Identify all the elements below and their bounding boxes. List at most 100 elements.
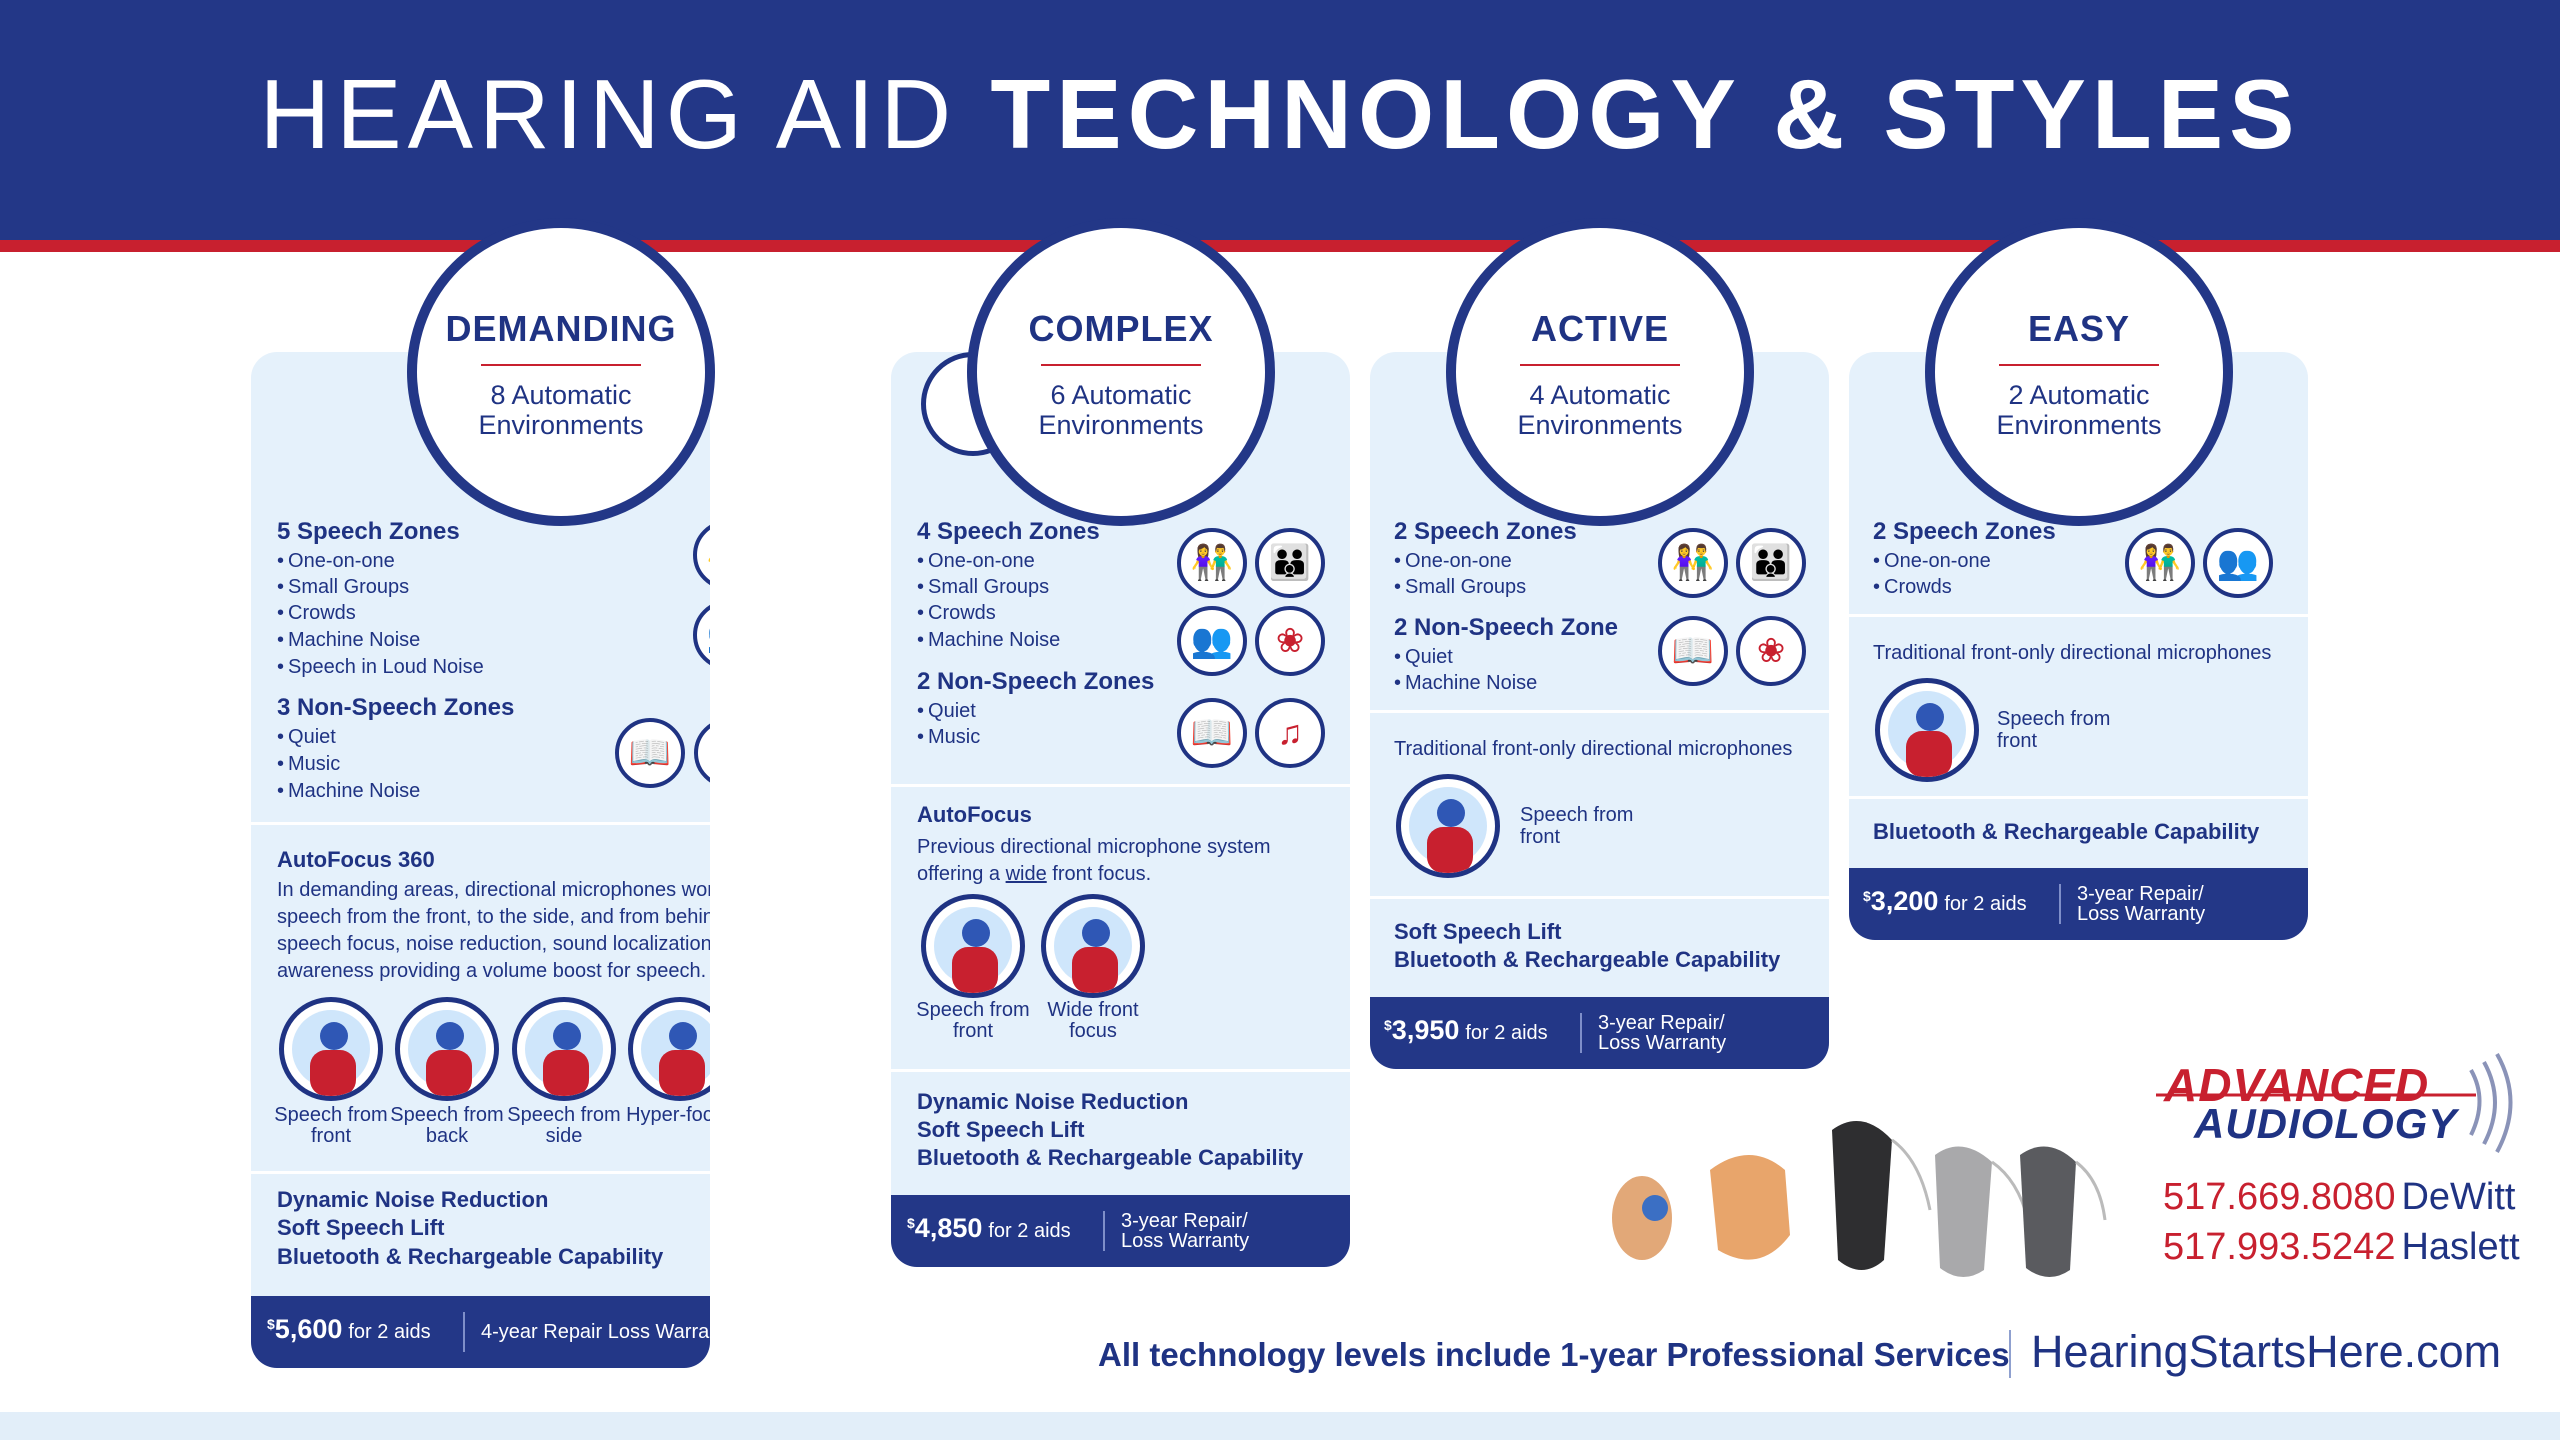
- section-divider: [1849, 796, 2308, 799]
- speech-zone-item: One-on-one: [277, 550, 395, 573]
- speech-from-front-mic-icon: [921, 894, 1025, 998]
- feature-item: Dynamic Noise Reduction: [277, 1187, 549, 1212]
- header-red-stripe: [0, 240, 2560, 252]
- footer-tagline: All technology levels include 1-year Pro…: [1098, 1336, 2010, 1373]
- speech-zones-heading: 2 Speech Zones: [1873, 518, 2056, 545]
- music-note-icon: ♫: [1255, 698, 1325, 768]
- mic-label: Speech from back: [390, 1104, 504, 1147]
- wide-front-focus-mic-icon: [1041, 894, 1145, 998]
- title-bold: TECHNOLOGY & STYLES: [990, 59, 2301, 169]
- phone-number[interactable]: 517.993.5242: [2163, 1226, 2396, 1268]
- tier-card-complex: 4 Speech Zones One-on-one Small Groups C…: [891, 352, 1350, 1267]
- section-divider: [1370, 896, 1829, 899]
- phone-number[interactable]: 517.669.8080: [2163, 1176, 2396, 1218]
- speech-zone-item: Small Groups: [917, 576, 1049, 599]
- feature-item: Soft Speech Lift: [277, 1215, 445, 1240]
- autofocus-description: In demanding areas, directional micropho…: [277, 879, 710, 982]
- ric-aid-silver: [1935, 1146, 1992, 1278]
- mic-label: Speech from front: [1520, 804, 1634, 848]
- tier-rule: [1520, 364, 1680, 366]
- nonspeech-zone-item: Music: [277, 753, 340, 776]
- speech-from-side-mic-icon: [512, 997, 616, 1101]
- crowd-icon: 👥: [1177, 606, 1247, 676]
- warranty-text: 3-year Repair/ Loss Warranty: [1121, 1210, 1250, 1252]
- bottom-band: [0, 1412, 2560, 1440]
- section-divider: [891, 784, 1350, 787]
- hearing-aid-products-image: [1612, 1121, 2107, 1278]
- price-currency: $: [1384, 1017, 1392, 1033]
- feature-item: Bluetooth & Rechargeable Capability: [1873, 819, 2260, 844]
- itc-aid-shape: [1710, 1155, 1790, 1260]
- speech-zones-heading: 5 Speech Zones: [277, 518, 460, 545]
- autofocus-heading: AutoFocus: [917, 802, 1032, 827]
- mic-label: Wide front focus: [1047, 999, 1139, 1042]
- feature-item: Soft Speech Lift: [1394, 919, 1562, 944]
- tier-badge-complex: COMPLEX 6 Automatic Environments: [967, 218, 1275, 526]
- price-unit: for 2 aids: [1465, 1022, 1548, 1044]
- tier-environments: 4 Automatic Environments: [1517, 380, 1683, 440]
- tier-environments: 6 Automatic Environments: [1038, 380, 1204, 440]
- tier-badge-active: ACTIVE 4 Automatic Environments: [1446, 218, 1754, 526]
- price-unit: for 2 aids: [348, 1321, 431, 1343]
- warranty-text: 3-year Repair/ Loss Warranty: [1598, 1012, 1727, 1054]
- book-icon: 📖: [615, 718, 685, 788]
- tier-badge-easy: EASY 2 Automatic Environments: [1925, 218, 2233, 526]
- location-name: Haslett: [2401, 1226, 2520, 1268]
- tier-environments: 2 Automatic Environments: [1996, 380, 2162, 440]
- tier-name: ACTIVE: [1530, 308, 1669, 349]
- speech-zone-item: Crowds: [1873, 576, 1952, 599]
- price-value: 4,850: [914, 1213, 983, 1243]
- price-currency: $: [267, 1316, 275, 1332]
- price-value: 5,600: [274, 1314, 343, 1344]
- tier-rule: [1041, 364, 1201, 366]
- logo-line1: ADVANCED: [2164, 1059, 2430, 1111]
- book-icon: 📖: [1177, 698, 1247, 768]
- crowd-icon: 👥: [2203, 528, 2273, 598]
- nonspeech-zones-heading: 2 Non-Speech Zone: [1394, 614, 1619, 641]
- price-value: 3,950: [1391, 1015, 1460, 1045]
- section-divider: [251, 822, 710, 825]
- feature-item: Bluetooth & Rechargeable Capability: [917, 1145, 1304, 1170]
- speech-zone-item: Crowds: [917, 602, 996, 625]
- website-link[interactable]: HearingStartsHere.com: [2031, 1326, 2502, 1377]
- speech-zone-item: One-on-one: [917, 550, 1035, 573]
- section-divider: [251, 1171, 710, 1174]
- mic-label: Speech from front: [274, 1104, 388, 1147]
- tier-card-easy: 2 Speech Zones One-on-one Crowds 👫 👥 Tra…: [1849, 352, 2308, 940]
- tier-card-demanding: 5 Speech Zones One-on-one Small Groups C…: [251, 352, 710, 1368]
- mic-description: Traditional front-only directional micro…: [1873, 642, 2272, 664]
- mic-label: Speech from front: [916, 999, 1030, 1042]
- speech-zone-item: Machine Noise: [277, 629, 420, 652]
- price-unit: for 2 aids: [1944, 893, 2027, 915]
- location-name: DeWitt: [2401, 1176, 2516, 1218]
- nonspeech-zone-item: Quiet: [277, 726, 336, 749]
- couple-icon: 👫: [1177, 528, 1247, 598]
- speech-from-front-mic-icon: [1396, 774, 1500, 878]
- tier-rule: [481, 364, 641, 366]
- mic-description: Traditional front-only directional micro…: [1394, 738, 1793, 760]
- speech-from-back-mic-icon: [395, 997, 499, 1101]
- mic-label: Speech from side: [507, 1104, 621, 1147]
- price-value: 3,200: [1870, 886, 1939, 916]
- section-divider: [1849, 614, 2308, 617]
- warranty-text: 3-year Repair/ Loss Warranty: [2077, 883, 2206, 925]
- book-icon: 📖: [1658, 616, 1728, 686]
- music-note-icon: ♫: [694, 718, 710, 788]
- price-currency: $: [907, 1215, 915, 1231]
- nonspeech-zone-item: Machine Noise: [1394, 672, 1537, 695]
- speech-zone-item: Crowds: [277, 602, 356, 625]
- nonspeech-zones-heading: 3 Non-Speech Zones: [277, 694, 515, 721]
- tier-name: DEMANDING: [445, 308, 677, 349]
- speech-zone-item: Machine Noise: [917, 629, 1060, 652]
- mic-label: Hyper-focus: [626, 1104, 710, 1126]
- price-divider: [1580, 1013, 1582, 1053]
- speech-zone-item: Small Groups: [1394, 576, 1526, 599]
- autofocus-heading: AutoFocus 360: [277, 847, 435, 872]
- couple-icon: 👫: [693, 520, 710, 590]
- price-currency: $: [1863, 888, 1871, 904]
